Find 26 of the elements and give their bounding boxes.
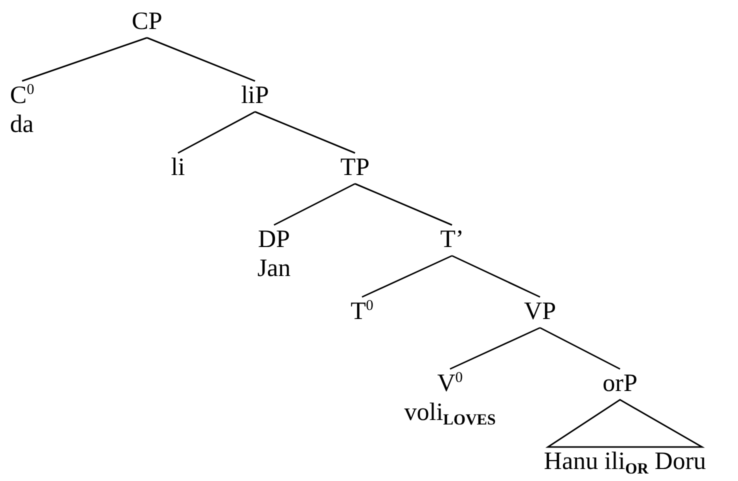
category-label: DP [257, 226, 291, 255]
roof-triangle [545, 398, 705, 448]
branch-line [274, 183, 356, 226]
word-label: voli$_{LOVES}$ [404, 398, 496, 428]
category-label: CP [132, 8, 162, 37]
category-label: T$^{0}$ [350, 298, 374, 327]
branch-line [452, 255, 540, 298]
category-label: T’ [440, 226, 464, 255]
branch-line [450, 327, 540, 370]
phrase-label: Hanu ili$_{OR}$ Doru [544, 448, 706, 477]
category-label: V$^{0}$ [436, 370, 464, 399]
word-label: Jan [257, 254, 291, 284]
category-label: li [171, 154, 185, 183]
word-label: da [10, 110, 34, 140]
branch-line [22, 37, 148, 82]
branch-line [362, 255, 452, 298]
branch-line [354, 183, 452, 226]
branch-line [146, 37, 256, 82]
category-label: C$^{0}$ [10, 82, 34, 111]
branch-line [254, 111, 356, 154]
category-label: VP [524, 298, 556, 327]
category-label: orP [602, 370, 638, 399]
category-label: liP [241, 82, 269, 111]
branch-line [540, 327, 620, 370]
category-label: TP [340, 154, 370, 183]
branch-line [178, 111, 256, 154]
